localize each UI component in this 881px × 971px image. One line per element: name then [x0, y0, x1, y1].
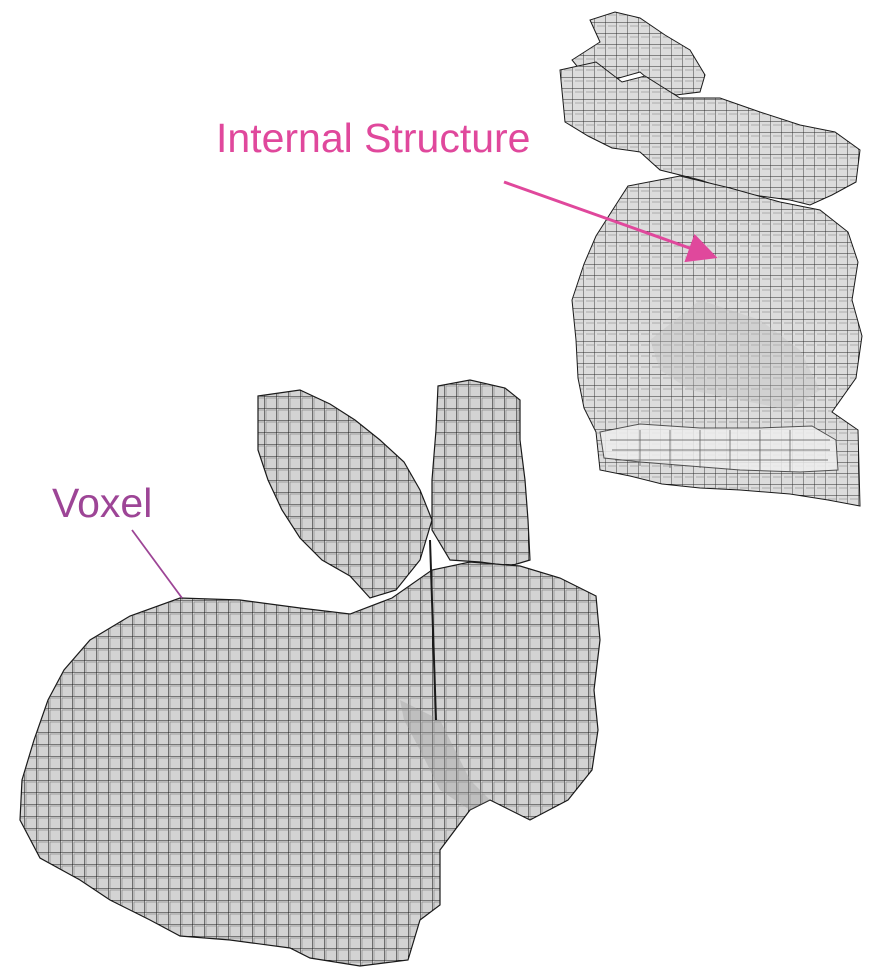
solid-voxel-bunny — [20, 380, 600, 966]
solid-bunny-back-ear — [258, 390, 432, 598]
solid-bunny-body — [20, 562, 600, 966]
voxel-label: Voxel — [52, 483, 152, 524]
internal-structure-label: Internal Structure — [216, 118, 531, 159]
solid-bunny-front-ear — [432, 380, 530, 566]
voxel-leader-line — [132, 530, 182, 598]
internal-structure-bunny — [560, 12, 862, 506]
